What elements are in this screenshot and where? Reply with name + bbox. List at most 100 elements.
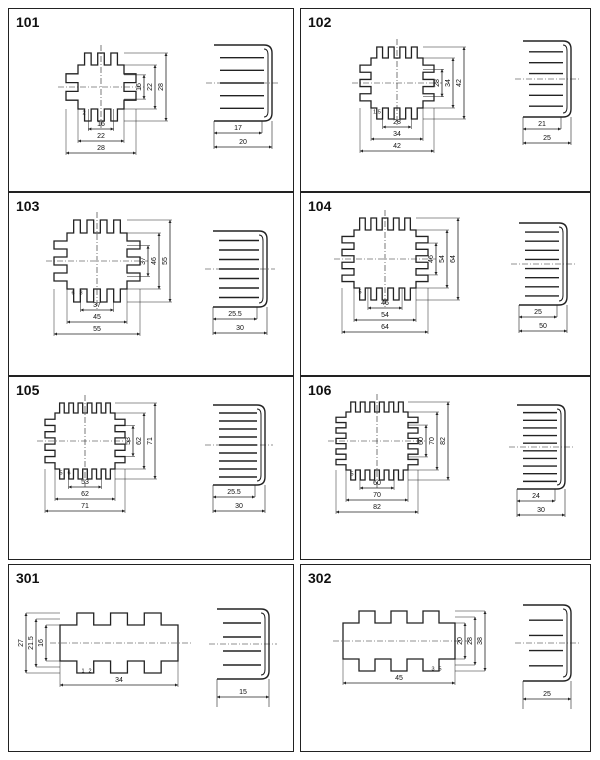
dimension-label: 15 — [239, 689, 247, 696]
dimension-label: 70 — [373, 492, 381, 499]
dimension-label: 55 — [162, 257, 169, 265]
fin-detail-label: 2 — [82, 110, 85, 116]
dimension-arrowhead — [523, 697, 526, 701]
dimension-arrowhead — [517, 499, 520, 503]
dimension-arrowhead — [88, 127, 92, 131]
dimension-arrowhead — [517, 513, 520, 517]
dimension-arrowhead — [456, 218, 460, 221]
dimension-label: 60 — [418, 437, 425, 445]
dimension-arrowhead — [153, 65, 157, 68]
dimension-arrowhead — [142, 74, 146, 78]
dimension-label: 42 — [393, 143, 401, 150]
dimension-arrowhead — [391, 486, 395, 490]
dimension-label: 54 — [439, 255, 446, 263]
dimension-label: 16 — [38, 639, 45, 647]
dimension-arrowhead — [519, 315, 522, 319]
dimension-label: 21 — [538, 121, 546, 128]
dimension-label: 62 — [136, 437, 143, 445]
dimension-label: 16 — [136, 83, 143, 91]
panel-105-side-view: 25.530 — [205, 404, 273, 513]
dimension-arrowhead — [214, 145, 217, 149]
dimension-label: 17 — [234, 125, 242, 132]
dimension-label: 82 — [373, 504, 381, 511]
dimension-arrowhead — [44, 658, 48, 661]
dimension-arrowhead — [153, 403, 157, 406]
panel-105-id: 105 — [16, 382, 40, 398]
dimension-arrowhead — [146, 245, 150, 249]
dimension-arrowhead — [269, 145, 272, 149]
dimension-arrowhead — [554, 315, 557, 319]
dimension-arrowhead — [408, 125, 412, 129]
dimension-label: 62 — [81, 491, 89, 498]
dimension-label: 30 — [236, 325, 244, 332]
dimension-arrowhead — [213, 509, 216, 513]
dimension-label: 38 — [477, 637, 484, 645]
side-view-back — [258, 230, 268, 308]
dimension-arrowhead — [473, 617, 477, 620]
dimension-arrowhead — [153, 106, 157, 109]
dimension-arrowhead — [440, 69, 444, 73]
dimension-label: 55 — [93, 326, 101, 333]
dimension-label: 28 — [97, 145, 105, 152]
dimension-label: 25 — [534, 309, 542, 316]
dimension-label: 71 — [81, 503, 89, 510]
dimension-arrowhead — [483, 611, 487, 614]
dimension-arrowhead — [131, 425, 135, 429]
side-view-back-inner — [263, 48, 269, 118]
dimension-label: 22 — [97, 133, 105, 140]
dimension-arrowhead — [142, 413, 146, 416]
dimension-arrowhead — [146, 273, 150, 277]
dimension-label: 25 — [543, 691, 551, 698]
fin-detail-label: 5 — [358, 289, 361, 295]
dimension-arrowhead — [564, 329, 567, 333]
dimension-arrowhead — [462, 47, 466, 50]
dimension-arrowhead — [519, 329, 522, 333]
dimension-arrowhead — [214, 131, 217, 135]
dimension-label: 20 — [457, 637, 464, 645]
fin-detail-label: 3 — [431, 666, 434, 672]
dimension-arrowhead — [483, 668, 487, 671]
dimension-arrowhead — [164, 118, 168, 121]
dimension-arrowhead — [552, 499, 555, 503]
dimension-arrowhead — [60, 683, 63, 687]
dimension-label: 46 — [381, 300, 389, 307]
dimension-arrowhead — [568, 697, 571, 701]
dimension-arrowhead — [264, 331, 267, 335]
dimension-label: 37 — [93, 302, 101, 309]
dimension-arrowhead — [452, 681, 455, 685]
dimension-arrowhead — [336, 510, 339, 514]
dimension-label: 28 — [467, 637, 474, 645]
dimension-arrowhead — [266, 695, 269, 699]
fin-detail-label: 6 — [71, 290, 74, 296]
dimension-arrowhead — [168, 299, 172, 302]
dimension-label: 22 — [147, 83, 154, 91]
dimension-arrowhead — [346, 498, 349, 502]
dimension-arrowhead — [142, 466, 146, 469]
dimension-arrowhead — [252, 495, 255, 499]
dimension-label: 28 — [393, 119, 401, 126]
dimension-arrowhead — [54, 332, 57, 336]
dimension-arrowhead — [45, 509, 48, 513]
dimension-label: 53 — [125, 437, 132, 445]
dimension-label: 37 — [140, 257, 147, 265]
dimension-arrowhead — [360, 149, 363, 153]
fin-detail-label: 1.5 — [373, 109, 381, 115]
dimension-arrowhead — [164, 53, 168, 56]
dimension-arrowhead — [68, 485, 72, 489]
dimension-arrowhead — [434, 243, 438, 247]
dimension-arrowhead — [413, 318, 416, 322]
dimension-label: 60 — [373, 480, 381, 487]
dimension-label: 20 — [239, 139, 247, 146]
panel-302-id: 302 — [308, 570, 332, 586]
dimension-arrowhead — [122, 509, 125, 513]
